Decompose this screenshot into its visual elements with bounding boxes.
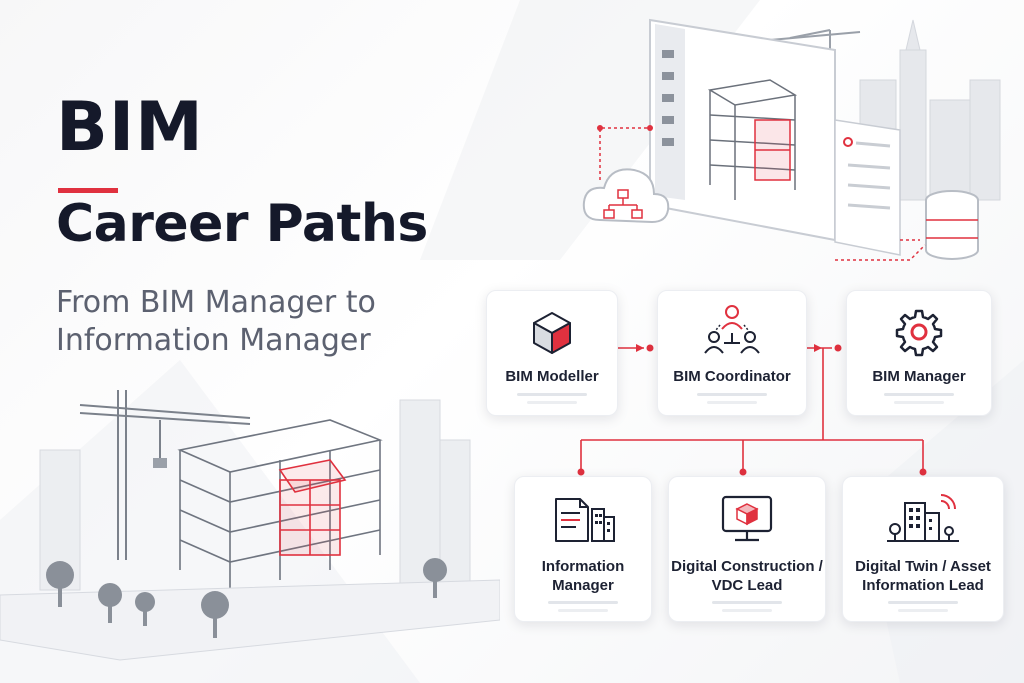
- construction-site-illustration: [0, 390, 500, 661]
- cube-icon: [533, 312, 571, 354]
- placeholder-line: [722, 609, 772, 612]
- role-label: BIM Modeller: [505, 368, 599, 385]
- placeholder-line: [517, 393, 587, 396]
- page-title-line2: Career Paths: [56, 194, 428, 254]
- placeholder-line: [888, 601, 958, 604]
- placeholder-line: [697, 393, 767, 396]
- placeholder-line: [527, 401, 577, 404]
- career-path-connectors: [577, 344, 927, 476]
- role-card-digital-construction-lead[interactable]: Digital Construction / VDC Lead: [668, 476, 826, 622]
- title-accent-bar: [58, 188, 118, 193]
- role-card-information-manager[interactable]: Information Manager: [514, 476, 652, 622]
- placeholder-line: [707, 401, 757, 404]
- placeholder-line: [712, 601, 782, 604]
- gear-icon: [895, 309, 943, 357]
- document-building-icon: [555, 498, 615, 542]
- role-label: BIM Manager: [872, 368, 966, 385]
- page-subtitle: From BIM Manager to Information Manager: [56, 285, 376, 358]
- role-card-digital-twin-lead[interactable]: Digital Twin / Asset Information Lead: [842, 476, 1004, 622]
- role-label: Information Manager: [541, 558, 625, 594]
- role-card-bim-modeller[interactable]: BIM Modeller: [486, 290, 618, 416]
- digital-model-illustration: [582, 18, 1001, 261]
- role-label: BIM Coordinator: [673, 368, 791, 385]
- placeholder-line: [898, 609, 948, 612]
- smart-building-icon: [887, 494, 959, 542]
- page-title: BIM: [56, 88, 204, 167]
- monitor-cube-icon: [721, 495, 773, 542]
- role-label: Digital Twin / Asset Information Lead: [855, 558, 991, 594]
- role-card-bim-manager[interactable]: BIM Manager: [846, 290, 992, 416]
- placeholder-line: [558, 609, 608, 612]
- role-card-bim-coordinator[interactable]: BIM Coordinator: [657, 290, 807, 416]
- team-coordination-icon: [704, 305, 760, 354]
- placeholder-line: [884, 393, 954, 396]
- role-label: Digital Construction / VDC Lead: [671, 558, 823, 594]
- placeholder-line: [548, 601, 618, 604]
- placeholder-line: [894, 401, 944, 404]
